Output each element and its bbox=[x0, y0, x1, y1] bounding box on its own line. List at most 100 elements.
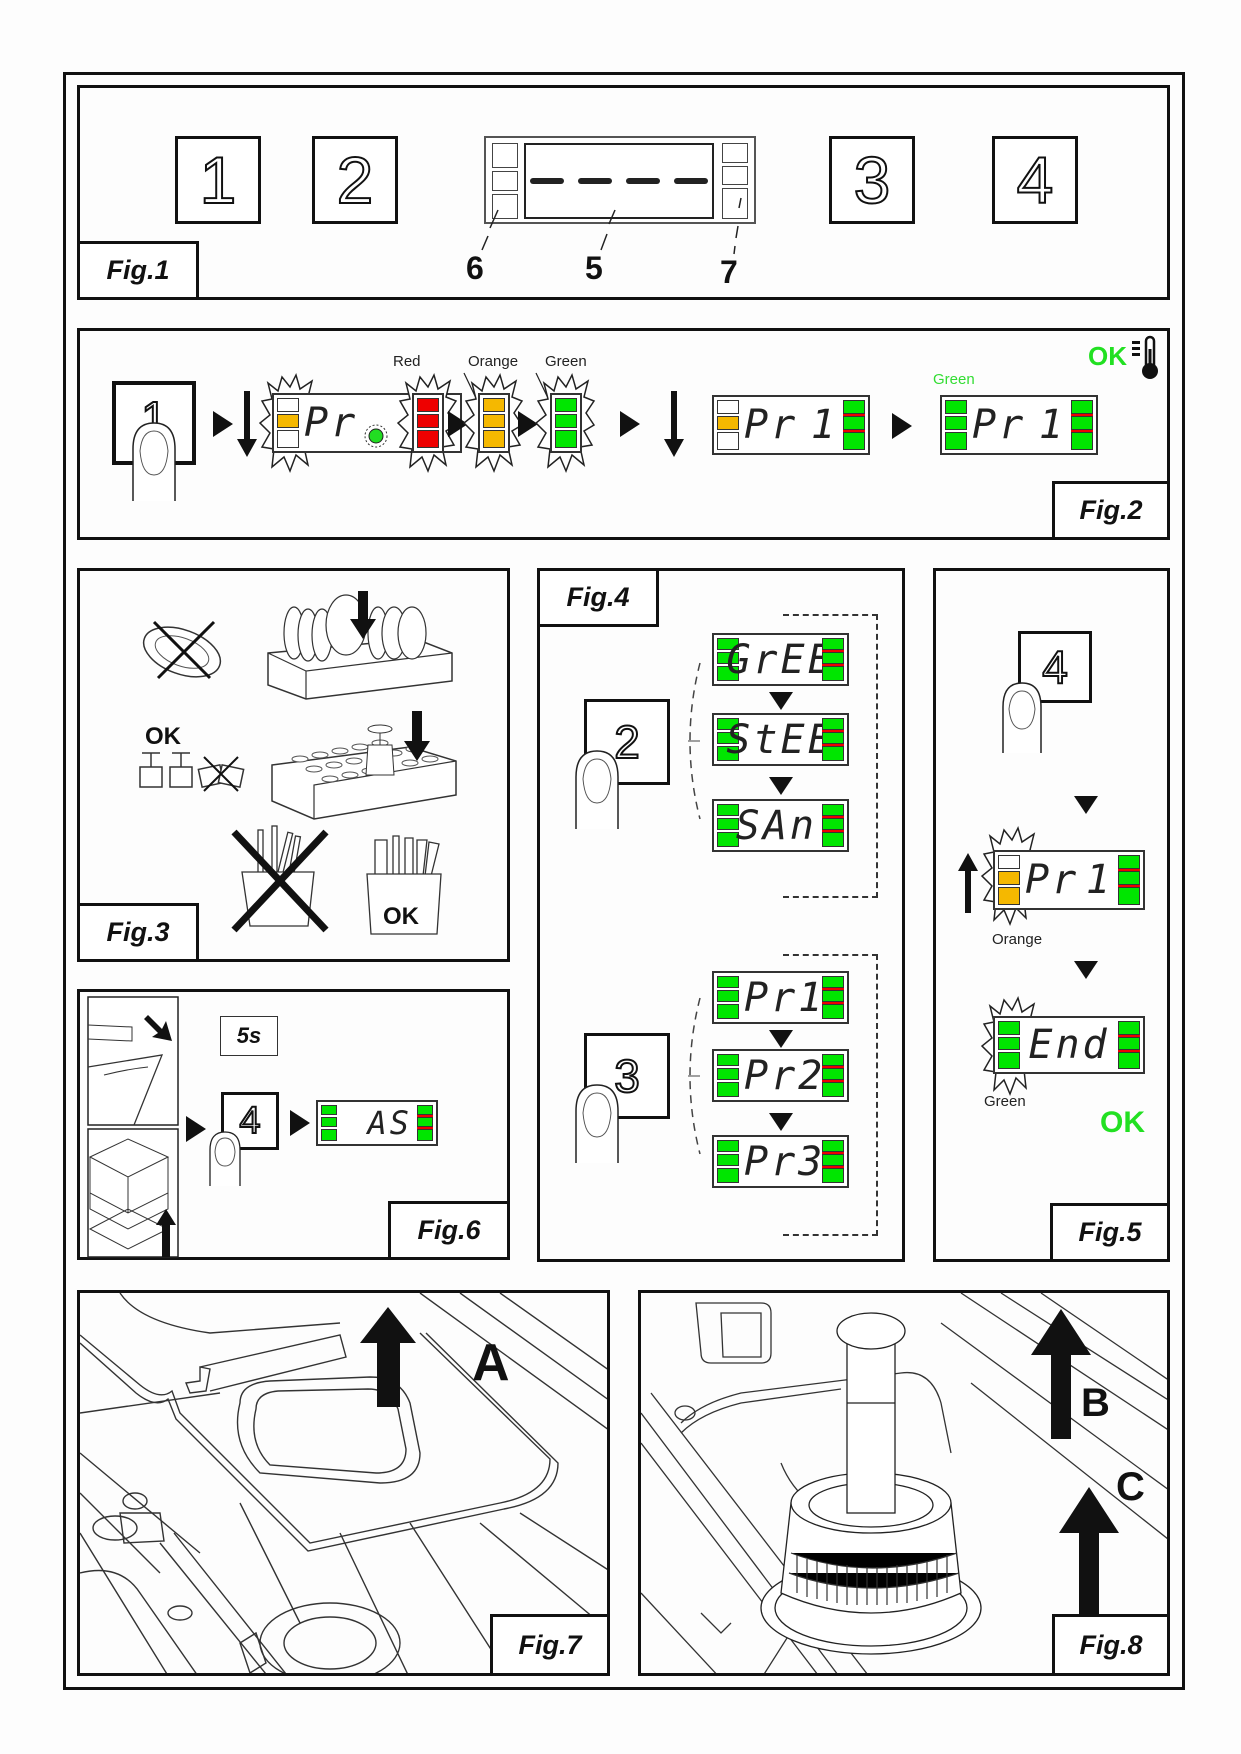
arrow-right-icon bbox=[892, 413, 912, 439]
caption-orange: Orange bbox=[992, 931, 1043, 948]
fig3-label: Fig.3 bbox=[77, 903, 199, 962]
display-text: AS bbox=[367, 1104, 412, 1142]
overflow-pipe-filter-illustration bbox=[641, 1293, 1167, 1673]
finger-icon bbox=[1002, 682, 1042, 753]
arrow-up-icon bbox=[958, 853, 978, 913]
finger-icon bbox=[209, 1131, 241, 1186]
key-2-label: 2 bbox=[336, 143, 375, 217]
fig2-label: Fig.2 bbox=[1052, 481, 1170, 540]
plate-rack-icon bbox=[267, 591, 453, 700]
press-arc bbox=[688, 662, 701, 820]
plate-not-allowed-icon bbox=[142, 620, 222, 680]
fig6-label: Fig.6 bbox=[388, 1201, 510, 1260]
display-prefix: Pr bbox=[744, 1138, 799, 1185]
key-4-label: 4 bbox=[1016, 143, 1055, 217]
cycle-loop-bottom bbox=[783, 954, 878, 1236]
display-program: 1 bbox=[798, 974, 826, 1021]
fig1-label: Fig.1 bbox=[77, 241, 199, 300]
thermometer-icon bbox=[1132, 335, 1158, 379]
display-program: 1 bbox=[1085, 857, 1113, 903]
hood-lift-icon bbox=[87, 1128, 179, 1258]
arrow-down-icon bbox=[769, 1030, 793, 1048]
display-prefix: Pr bbox=[744, 974, 799, 1021]
fig1-panel: 1 2 6 5 7 3 4 Fig.1 bbox=[77, 85, 1170, 300]
led-orange bbox=[277, 414, 299, 429]
display-text: Pr bbox=[304, 400, 359, 446]
display-text: GrEE bbox=[726, 636, 835, 683]
cutlery-basket-wrong-icon bbox=[231, 825, 329, 933]
fig3-panel: OK OK bbox=[77, 568, 510, 962]
fig4-label: Fig.4 bbox=[537, 568, 659, 627]
right-indicators bbox=[722, 143, 748, 219]
arrow-down-icon bbox=[664, 391, 684, 457]
arrow-down-icon bbox=[769, 692, 793, 710]
filter-cover-illustration bbox=[80, 1293, 607, 1673]
display-prefix: Pr bbox=[744, 402, 799, 448]
fig5-label: Fig.5 bbox=[1050, 1203, 1170, 1262]
key-1-label: 1 bbox=[199, 143, 238, 217]
key-2-pressed: 2 bbox=[584, 699, 670, 785]
arrow-label-b: B bbox=[1081, 1381, 1110, 1425]
caption-red: Red bbox=[393, 353, 421, 370]
display-as: AS bbox=[316, 1100, 438, 1146]
display-prefix: Pr bbox=[972, 402, 1027, 448]
ok-cutlery-label: OK bbox=[383, 903, 419, 930]
finger-icon bbox=[132, 422, 176, 501]
fig6-panel: 5s 4 AS Fig.6 bbox=[77, 989, 510, 1260]
arrow-right-icon bbox=[448, 411, 468, 437]
fig7-label: Fig.7 bbox=[490, 1614, 607, 1673]
led-column-red bbox=[412, 393, 444, 453]
arrow-label-c: C bbox=[1116, 1465, 1145, 1509]
timer-5s: 5s bbox=[220, 1016, 278, 1056]
main-display-screen bbox=[524, 143, 714, 219]
ok-indicator: OK bbox=[1088, 341, 1127, 371]
display-san: SAn bbox=[712, 799, 849, 852]
callout-6: 6 bbox=[466, 250, 484, 286]
display-program: 2 bbox=[798, 1052, 826, 1099]
left-led-column bbox=[277, 398, 299, 448]
led-column-green bbox=[550, 393, 582, 453]
cycle-loop-top bbox=[783, 614, 878, 898]
key-4-label: 4 bbox=[1041, 641, 1069, 693]
control-display bbox=[484, 136, 756, 224]
fig8-label: Fig.8 bbox=[1052, 1614, 1167, 1673]
display-prefix: Pr bbox=[744, 1052, 799, 1099]
key-3-label: 3 bbox=[613, 1050, 641, 1102]
display-gree: GrEE bbox=[712, 633, 849, 686]
display-text: End bbox=[1028, 1022, 1110, 1068]
arrow-right-icon bbox=[620, 411, 640, 437]
ok-glasses-label: OK bbox=[145, 723, 181, 750]
key-2: 2 bbox=[312, 136, 398, 224]
green-led-blink-icon bbox=[364, 424, 388, 448]
ok-indicator: OK bbox=[1100, 1106, 1145, 1139]
caption-green: Green bbox=[984, 1093, 1026, 1110]
display-end: End bbox=[993, 1016, 1145, 1074]
finger-icon bbox=[575, 750, 619, 829]
display-text: StEE bbox=[726, 716, 835, 763]
fig2-panel: 1 Pr Red Orange Green bbox=[77, 328, 1170, 540]
arrow-label-a: A bbox=[472, 1334, 510, 1392]
left-indicators bbox=[492, 143, 518, 219]
key-1: 1 bbox=[175, 136, 261, 224]
cutlery-basket-ok-icon bbox=[366, 835, 442, 935]
callout-lines bbox=[481, 197, 742, 255]
display-program: 1 bbox=[810, 402, 838, 448]
arrow-down-icon bbox=[1074, 796, 1098, 814]
glasses-upside-down-icon bbox=[139, 752, 245, 792]
callout-5: 5 bbox=[585, 250, 603, 286]
key-4-pressed: 4 bbox=[221, 1092, 279, 1150]
display-prefix: Pr bbox=[1025, 857, 1080, 903]
finger-icon bbox=[575, 1084, 619, 1163]
caption-orange: Orange bbox=[468, 353, 519, 370]
arrow-down-icon bbox=[769, 777, 793, 795]
key-4-label: 4 bbox=[238, 1100, 261, 1142]
display-stee: StEE bbox=[712, 713, 849, 766]
door-open-icon bbox=[87, 996, 179, 1126]
arrow-right-icon bbox=[518, 411, 538, 437]
page-frame bbox=[63, 72, 1185, 1690]
